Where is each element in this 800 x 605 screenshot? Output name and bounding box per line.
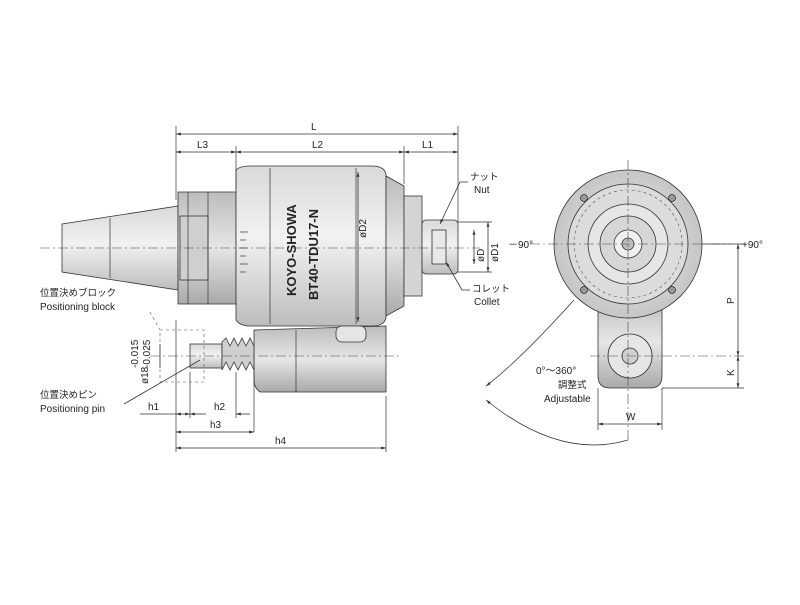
dim-label-l3: L3: [197, 140, 209, 151]
dim-label-k: K: [726, 369, 737, 376]
tolerance-diameter: ø18: [140, 366, 151, 384]
rotation-en-label: Adjustable: [544, 394, 591, 405]
dim-label-d2: øD2: [358, 219, 369, 238]
rotation-range-label: 0°～360°: [536, 366, 576, 377]
dim-label-d: øD: [476, 249, 487, 262]
dim-label-w: W: [626, 412, 636, 423]
front-view: －90° +90° P K W 0°～360° 調整式 Adjustable: [485, 160, 763, 446]
block-label-jp: 位置決めブロック: [40, 287, 116, 299]
front-housing: [385, 175, 405, 317]
dim-label-p: P: [726, 297, 737, 304]
rotation-jp-label: 調整式: [558, 379, 587, 391]
rotation-arc: [485, 299, 575, 387]
brand-marking: KOYO-SHOWA: [284, 204, 299, 296]
block-label-en: Positioning block: [40, 302, 116, 313]
dim-label-h3: h3: [210, 420, 222, 431]
pin-label-jp: 位置決めピン: [40, 389, 97, 401]
dim-label-l1: L1: [422, 140, 434, 151]
dim-label-h2: h2: [214, 402, 226, 413]
side-view: KOYO-SHOWA BT40-TDU17-N øD2 L L3 L2 L1 ø…: [40, 122, 510, 452]
tolerance-upper: -0.015: [130, 339, 141, 368]
collet-label-jp: コレット: [472, 284, 510, 295]
collet-label-en: Collet: [474, 297, 500, 308]
rotation-minus-label: －90°: [508, 240, 533, 251]
tolerance-lower: -0.025: [142, 339, 153, 368]
pin-label-en: Positioning pin: [40, 404, 105, 415]
nut-label-jp: ナット: [470, 172, 499, 183]
main-body: [235, 165, 387, 327]
dim-label-h1: h1: [148, 402, 160, 413]
dim-label-d1: øD1: [490, 243, 501, 262]
dim-label-l2: L2: [312, 140, 324, 151]
model-marking: BT40-TDU17-N: [306, 209, 321, 300]
nut-label-en: Nut: [474, 185, 490, 196]
dim-label-l: L: [311, 122, 317, 133]
rotation-plus-label: +90°: [742, 240, 763, 251]
dim-label-h4: h4: [275, 436, 287, 447]
